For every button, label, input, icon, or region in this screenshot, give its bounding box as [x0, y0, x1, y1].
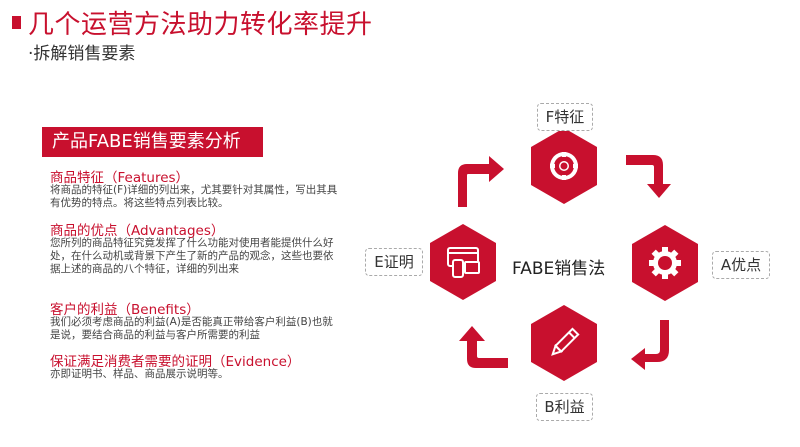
section-heading-features: 商品特征（Features）	[50, 170, 190, 186]
arrow-a-to-b	[631, 320, 669, 370]
title-bullet	[12, 16, 21, 29]
arrow-f-to-a	[626, 155, 671, 198]
section-body-evidence: 亦即证明书、样品、商品展示说明等。	[50, 368, 229, 380]
section-body-advantages: 您所列的商品特征究竟发挥了什么功能对使用者能提供什么好处，在什么动机或背景下产生…	[50, 237, 334, 275]
gear-icon	[649, 247, 681, 279]
panel-banner: 产品FABE销售要素分析	[42, 127, 263, 157]
section-heading-advantages: 商品的优点（Advantages）	[50, 223, 225, 239]
pencil-icon	[551, 327, 580, 356]
node-e-hexagon	[430, 224, 496, 300]
label-b: B利益	[536, 393, 593, 421]
section-body-benefits: 我们必须考虑商品的利益(A)是否能真正带给客户利益(B)也就是说，要结合商品的利…	[50, 316, 333, 341]
section-body-features: 将商品的特征(F)详细的列出来，尤其要针对其属性，写出其具有优势的特点。将这些特…	[50, 184, 338, 209]
node-f-hexagon	[531, 128, 597, 204]
label-a: A优点	[712, 251, 770, 279]
section-heading-evidence: 保证满足消费者需要的证明（Evidence）	[50, 354, 301, 370]
arrow-e-to-f	[458, 156, 504, 207]
devices-icon	[447, 247, 480, 278]
arrow-b-to-e	[459, 326, 508, 368]
node-b-hexagon	[531, 305, 597, 381]
label-f: F特征	[537, 103, 593, 131]
page-title: 几个运营方法助力转化率提升	[28, 10, 373, 40]
center-label: FABE销售法	[512, 259, 606, 279]
page-subtitle: ·拆解销售要素	[28, 44, 136, 64]
label-e: E证明	[365, 248, 423, 276]
lifebuoy-icon	[550, 152, 578, 180]
node-a-hexagon	[632, 225, 698, 301]
section-heading-benefits: 客户的利益（Benefits）	[50, 302, 200, 318]
